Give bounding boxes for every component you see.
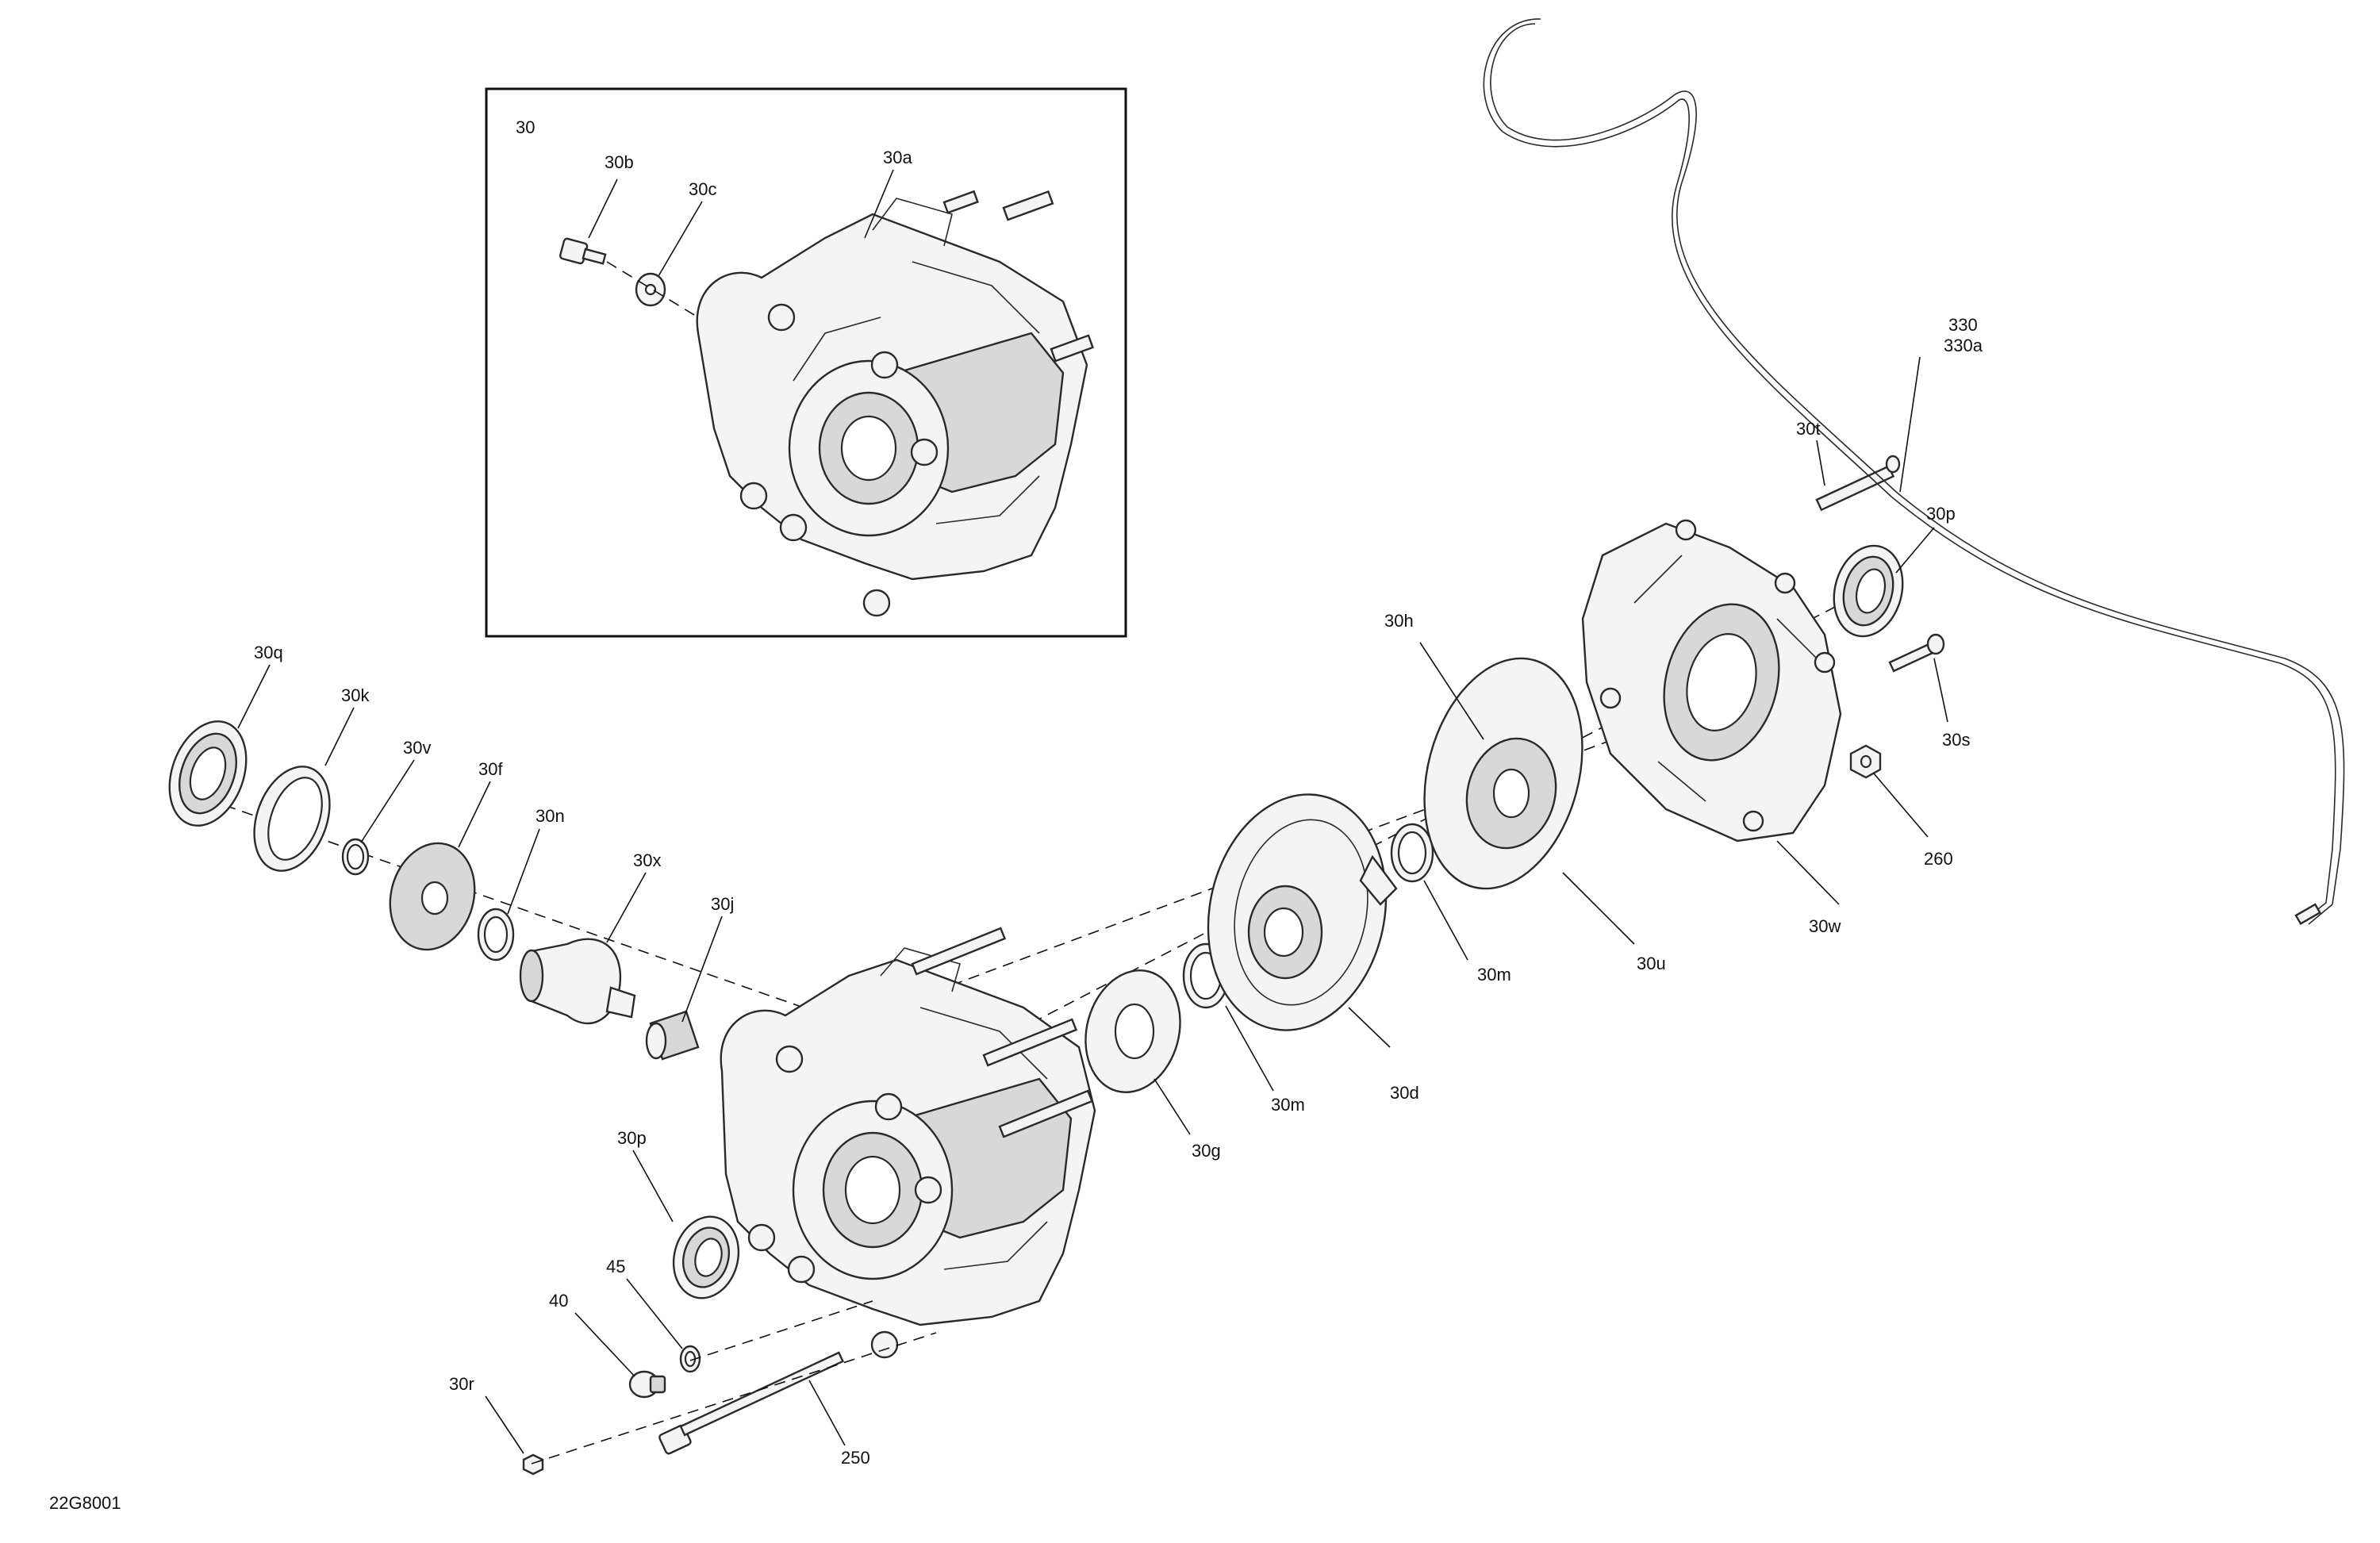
- spacer-30f: [389, 842, 476, 951]
- inset-label: 30: [516, 117, 535, 137]
- callout-30h: 30h: [1384, 611, 1414, 631]
- screw-30s: [1888, 633, 1945, 673]
- seal-30p-left: [672, 1215, 740, 1299]
- figure-code: 22G8001: [49, 1493, 121, 1513]
- callout-30d: 30d: [1390, 1083, 1419, 1103]
- callout-30n: 30n: [536, 806, 565, 826]
- callout-30j: 30j: [711, 894, 734, 914]
- callout-45: 45: [606, 1257, 625, 1276]
- spacer-30h: [1465, 737, 1557, 850]
- inset-frame: [485, 87, 1127, 638]
- ring-gear-30d: [1207, 793, 1398, 1031]
- callout-30g: 30g: [1192, 1141, 1221, 1161]
- inset-housing: [696, 190, 1094, 617]
- callout-30q: 30q: [254, 643, 283, 662]
- callout-30s: 30s: [1942, 730, 1970, 750]
- nut-260: [1849, 744, 1882, 779]
- callout-330a: 330a: [1944, 336, 1983, 355]
- plug-40: [628, 1370, 666, 1399]
- hose-330: [1483, 18, 2345, 926]
- callout-330: 330: [1948, 315, 1978, 335]
- callout-30c: 30c: [689, 179, 716, 199]
- seal-30p-right: [1833, 544, 1904, 638]
- callout-30b: 30b: [605, 152, 634, 172]
- callout-30x: 30x: [633, 850, 661, 870]
- callout-30v: 30v: [403, 738, 431, 758]
- callout-30f: 30f: [478, 759, 503, 779]
- callout-250: 250: [841, 1448, 870, 1468]
- callout-30k: 30k: [341, 685, 370, 705]
- pin-30t: [1815, 455, 1901, 512]
- bushing-30j: [645, 1010, 700, 1061]
- pinion-30x: [519, 938, 636, 1025]
- spacer-30g: [1084, 969, 1181, 1094]
- cover-30w: [1581, 519, 1842, 843]
- callout-30m-upper: 30m: [1477, 965, 1511, 985]
- callout-30a: 30a: [883, 148, 912, 167]
- ring-30k: [253, 766, 331, 872]
- inset-bolt-30b: [559, 237, 607, 265]
- main-housing: [720, 927, 1096, 1359]
- nut-30r: [522, 1453, 544, 1476]
- callout-30p-right: 30p: [1926, 504, 1956, 524]
- inset-assembly-30: 30: [485, 87, 1127, 638]
- seal-30q: [168, 720, 248, 827]
- callout-30m-lower: 30m: [1271, 1095, 1305, 1115]
- callout-30u: 30u: [1637, 954, 1666, 973]
- callout-30t: 30t: [1796, 419, 1821, 439]
- callout-260: 260: [1924, 849, 1953, 869]
- callout-30p-left: 30p: [617, 1128, 647, 1148]
- callout-30w: 30w: [1809, 916, 1841, 936]
- callout-40: 40: [549, 1291, 568, 1311]
- callout-30r: 30r: [449, 1374, 474, 1394]
- leader-lines: [237, 356, 1948, 1454]
